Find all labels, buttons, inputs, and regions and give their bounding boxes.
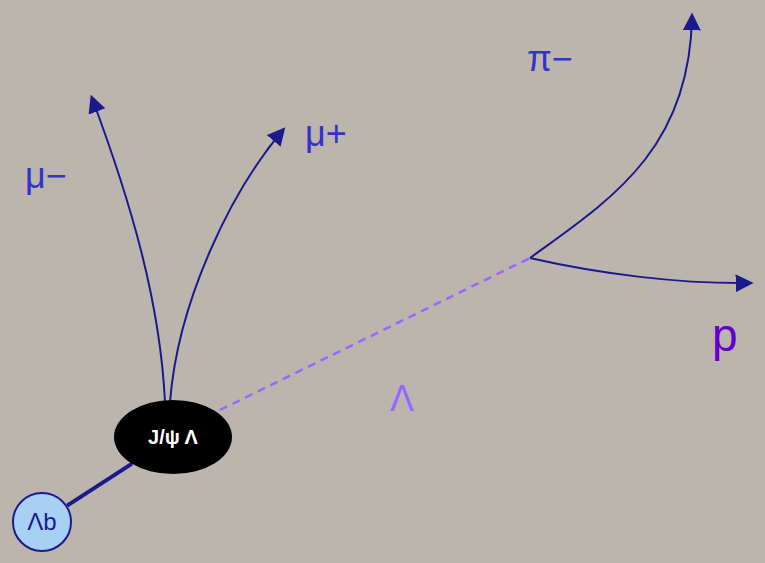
decay-vertex: J/ψ Λ — [114, 400, 232, 474]
proton-track — [530, 258, 750, 283]
particle-label: μ− — [25, 155, 67, 197]
muon-minus-track — [92, 98, 165, 402]
particle-label: p — [712, 308, 738, 362]
particle-label: μ+ — [305, 113, 347, 155]
particle-circle: Λb — [12, 492, 72, 552]
muon-plus-track — [170, 130, 283, 402]
node-text: J/ψ Λ — [148, 426, 198, 449]
particle-label: Λ — [390, 378, 414, 420]
particle-label: π− — [527, 38, 573, 80]
decay-connector — [67, 464, 132, 506]
lambda-track — [220, 258, 530, 410]
node-text: Λb — [27, 508, 56, 536]
